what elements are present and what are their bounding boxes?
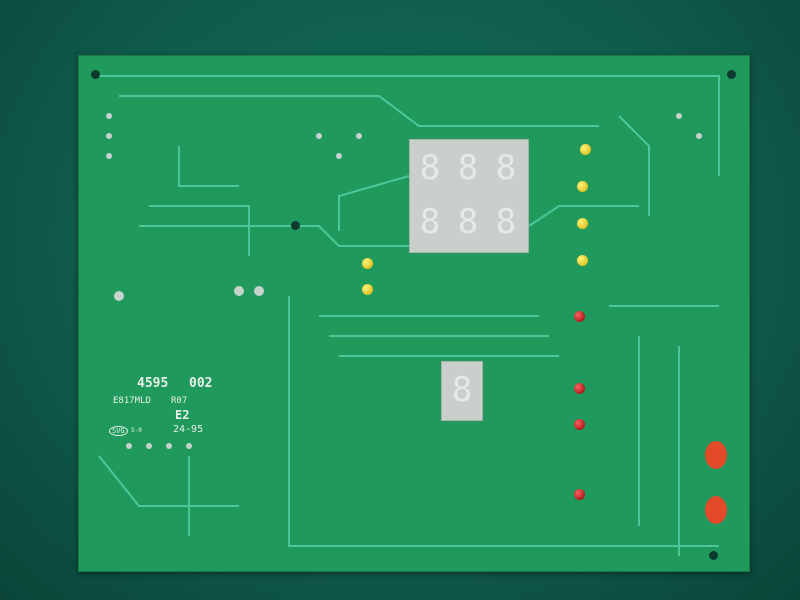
digit: 8 [451,370,473,410]
fuse [705,441,727,469]
digit: 8 [419,202,441,242]
pcb-traces [98,75,720,556]
date-code: 24-95 [173,424,204,435]
board-rev: R07 [171,396,188,406]
mounting-hole [291,221,300,230]
digit: 8 [419,148,441,188]
yellow-led [577,218,588,229]
fuse [705,496,727,524]
yellow-led [580,144,591,155]
logo: SVG [109,426,128,436]
yellow-led [577,255,588,266]
small-mark: 5-0 [131,427,142,434]
single-seven-segment-display: 8 [441,361,483,421]
red-led [574,419,585,430]
digit: 8 [495,202,517,242]
mark-e2: E2 [175,408,190,422]
digit: 8 [457,148,479,188]
mounting-hole [91,70,100,79]
mounting-hole [709,551,718,560]
yellow-led [362,258,373,269]
yellow-led [577,181,588,192]
digit: 8 [495,148,517,188]
red-led [574,489,585,500]
part-number: 4595 [137,376,169,391]
yellow-led [362,284,373,295]
revision-code: 002 [189,376,213,391]
circuit-board: 8 8 8 8 8 8 8 4595 002 E817MLD R07 E2 SV… [78,55,750,572]
mounting-hole [727,70,736,79]
seven-segment-display-block: 8 8 8 8 8 8 [409,139,529,253]
digit: 8 [457,202,479,242]
red-led [574,383,585,394]
red-led [574,311,585,322]
board-id: E817MLD [113,396,151,406]
